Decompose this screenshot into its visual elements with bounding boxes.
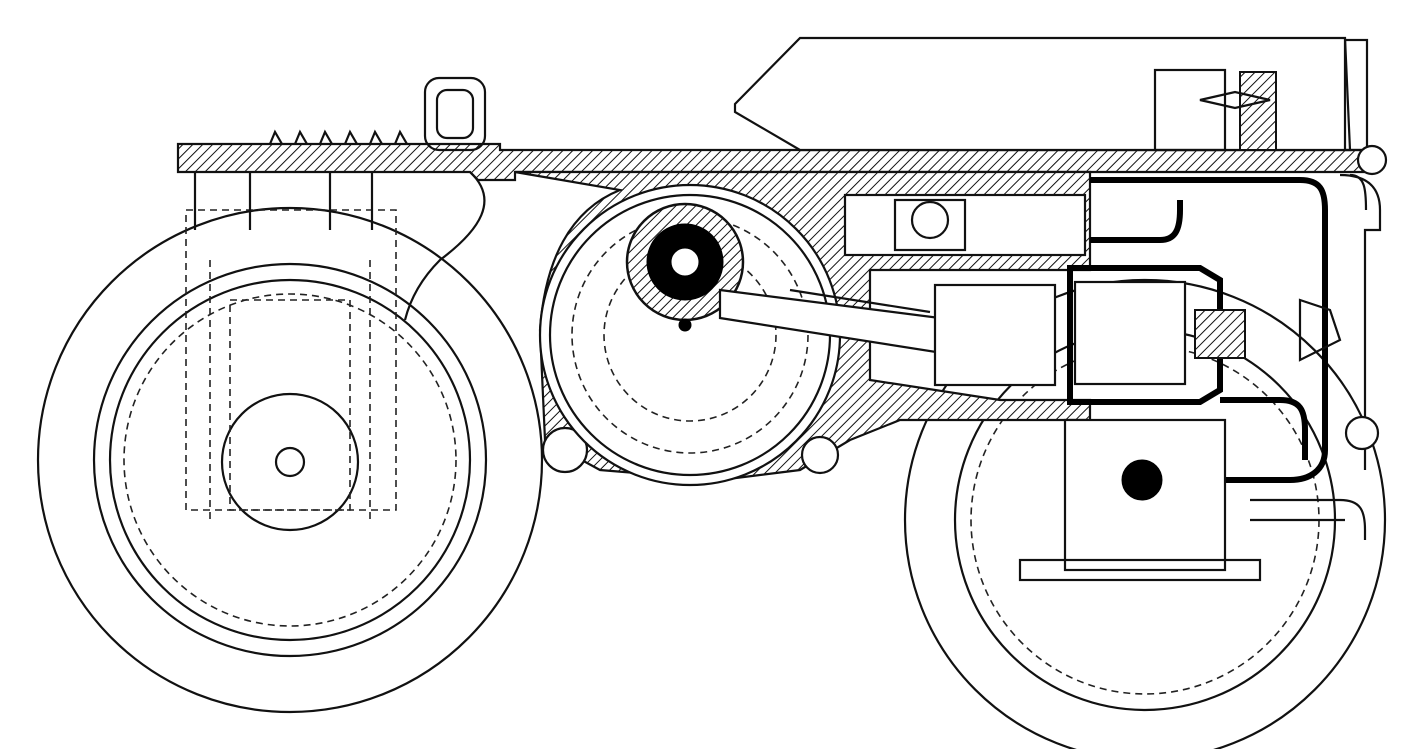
front-rim-hidden [123, 293, 457, 627]
fuel-tank [733, 36, 1369, 152]
front-tire-inner [92, 262, 488, 658]
rear-tire-outer [903, 278, 1387, 749]
front-rim [108, 278, 472, 642]
front-hub [220, 392, 360, 532]
front-tire-outer [36, 206, 544, 714]
piston [933, 265, 1246, 405]
connecting-rod [625, 202, 1009, 366]
front-axle [274, 446, 306, 478]
cylinder-head [843, 177, 1328, 582]
flywheel [538, 183, 842, 487]
front-axle-bracket-hidden [185, 209, 397, 511]
lifting-handle [423, 76, 487, 152]
front-wheel [36, 206, 544, 714]
radiator-pipe [1250, 144, 1388, 540]
